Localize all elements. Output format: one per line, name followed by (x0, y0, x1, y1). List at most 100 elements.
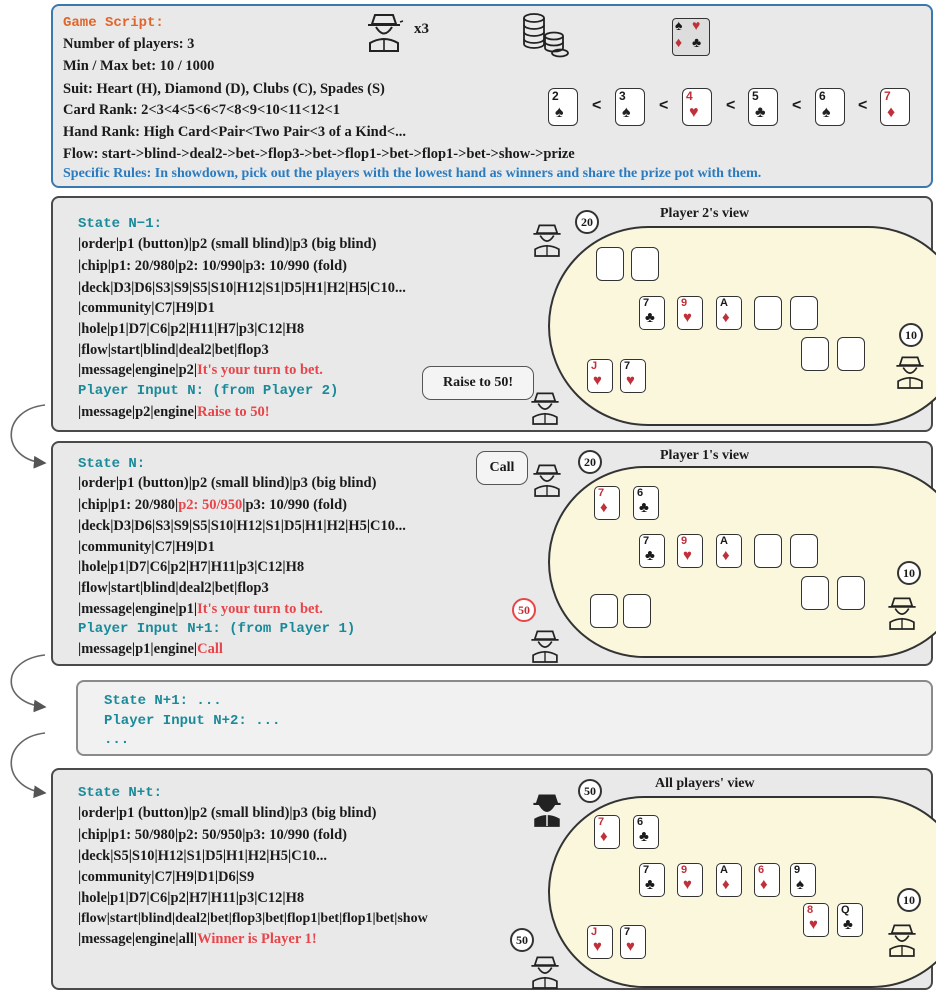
deck-line: |deck|S5|S10|H12|S1|D5|H1|H2|H5|C10... (78, 848, 328, 864)
community-line: |community|C7|H9|D1 (78, 539, 215, 555)
heart-icon: ♥ (593, 373, 602, 389)
p2-hole-card: J♥ (587, 925, 613, 959)
card-rank: 6 (637, 816, 644, 828)
diamond-icon: ♦ (722, 877, 730, 893)
reply-highlight: Call (197, 641, 223, 657)
card-rank: 5 (752, 89, 759, 103)
card-rank: J (591, 926, 598, 938)
flow-line: Flow: start->blind->deal2->bet->flop3->b… (63, 146, 575, 162)
card-back (623, 594, 651, 628)
card-back (790, 296, 818, 330)
card-rank-line: Card Rank: 2<3<4<5<6<7<8<9<10<11<12<1 (63, 102, 340, 118)
community-card: 6♦ (754, 863, 780, 897)
card-rank: 9 (681, 297, 688, 309)
spade-icon: ♠ (555, 104, 564, 121)
message-line: |message|engine|p1|It's your turn to bet… (78, 600, 323, 619)
club-icon: ♣ (645, 548, 655, 564)
card-rank: 2 (552, 89, 559, 103)
hole-card: 7♦ (594, 486, 620, 520)
chip-count-right: 10 (897, 561, 921, 585)
hole-line: |hole|p1|D7|C6|p2|H7|H11|p3|C12|H8 (78, 890, 305, 906)
less-than: < (726, 97, 736, 114)
community-card: 9♥ (677, 296, 703, 330)
state-n-plus-1-panel (76, 680, 933, 756)
community-line: |community|C7|H9|D1|D6|S9 (78, 869, 255, 885)
card-rank: 7 (598, 487, 605, 499)
card-rank: 7 (884, 89, 891, 103)
card-back (596, 247, 624, 281)
card-back (801, 337, 829, 371)
player-input-heading: Player Input N: (from Player 2) (78, 383, 339, 399)
card-rank: J (591, 360, 598, 372)
diamond-icon: ♦ (600, 500, 608, 516)
card-rank: 7 (624, 926, 631, 938)
card-rank: 8 (807, 904, 814, 916)
state-heading: State N+1: ... (104, 693, 222, 709)
chip-count-top: 50 (578, 779, 602, 803)
message-highlight: It's your turn to bet. (197, 601, 323, 617)
community-card: 9♥ (677, 534, 703, 568)
hole-line: |hole|p1|D7|C6|p2|H7|H11|p3|C12|H8 (78, 559, 305, 575)
chip-count-top: 20 (578, 450, 602, 474)
spade-icon: ♠ (622, 104, 631, 121)
diamond-icon: ♦ (887, 104, 896, 121)
club-icon: ♣ (755, 104, 766, 121)
state-heading: State N+t: (78, 785, 163, 801)
card-back (801, 576, 829, 610)
less-than: < (792, 97, 802, 114)
p3-hole-card: 8♥ (803, 903, 829, 937)
winner-player-icon (533, 794, 561, 827)
community-card: 7♣ (639, 863, 665, 897)
player-icon (368, 14, 404, 52)
card-rank: 6 (637, 487, 644, 499)
chip-line: |chip|p1: 20/980|p2: 10/990|p3: 10/990 (… (78, 258, 347, 274)
heart-icon: ♥ (692, 19, 701, 34)
player-icon (888, 924, 916, 957)
card-rank: 9 (681, 535, 688, 547)
diamond-icon: ♦ (760, 877, 768, 893)
chip-count-top: 20 (575, 210, 599, 234)
heart-icon: ♥ (626, 373, 635, 389)
card-rank: 9 (681, 864, 688, 876)
card-rank: 7 (624, 360, 631, 372)
hole-card: 6♣ (633, 486, 659, 520)
community-card: 7♣ (639, 296, 665, 330)
club-icon: ♣ (639, 829, 649, 845)
player-icon (531, 956, 559, 989)
players-line: Number of players: 3 (63, 36, 195, 52)
rank-card-5: 5♣ (748, 88, 778, 126)
card-rank: A (720, 864, 728, 876)
chip-count-right: 10 (899, 323, 923, 347)
hole-line: |hole|p1|D7|C6|p2|H11|H7|p3|C12|H8 (78, 321, 305, 337)
player-icon (531, 630, 559, 663)
reply-line: |message|p1|engine|Call (78, 640, 223, 659)
diamond-icon: ♦ (675, 36, 683, 51)
diamond-icon: ♦ (600, 829, 608, 845)
rank-card-3: 3♠ (615, 88, 645, 126)
view-title: Player 1's view (660, 448, 750, 463)
club-icon: ♣ (645, 877, 655, 893)
bet-line: Min / Max bet: 10 / 1000 (63, 58, 215, 74)
card-back (790, 534, 818, 568)
coins-icon (523, 13, 569, 58)
message-prefix: |message|engine|p1| (78, 601, 198, 617)
flow-line: |flow|start|blind|deal2|bet|flop3 (78, 342, 269, 358)
card-rank: 6 (819, 89, 826, 103)
card-rank: 6 (758, 864, 765, 876)
heart-icon: ♥ (689, 104, 699, 121)
community-card: 9♥ (677, 863, 703, 897)
reply-prefix: |message|p1|engine| (78, 641, 198, 657)
heart-icon: ♥ (593, 939, 602, 955)
player-count-label: x3 (414, 21, 429, 37)
chip-line: |chip|p1: 50/980|p2: 50/950|p3: 10/990 (… (78, 827, 347, 843)
spade-icon: ♠ (822, 104, 831, 121)
player-icon (533, 224, 561, 257)
ellipsis: ... (104, 732, 130, 748)
heart-icon: ♥ (809, 917, 818, 933)
player-icon (888, 597, 916, 630)
loop-arrow-1 (10, 404, 47, 469)
card-rank: A (720, 297, 728, 309)
card-rank: 7 (643, 297, 650, 309)
hole-card: 7♥ (620, 359, 646, 393)
rank-card-2: 2♠ (548, 88, 578, 126)
